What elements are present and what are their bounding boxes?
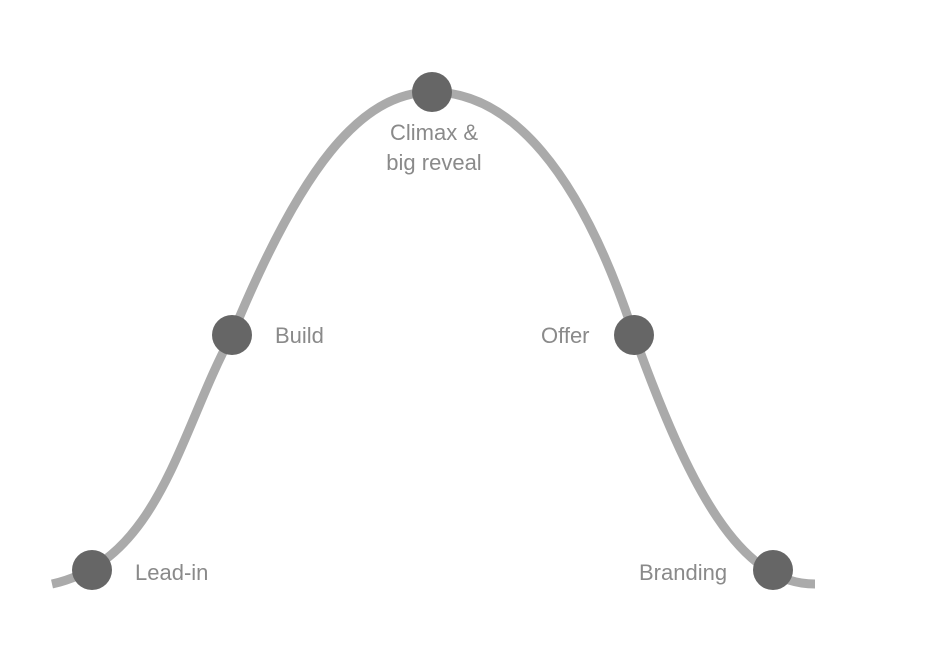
label-climax-line2: big reveal [386,150,482,175]
label-build: Build [275,323,324,348]
label-climax: Climax & big reveal [384,118,484,178]
label-climax-line1: Climax & [389,120,478,145]
node-offer [614,315,654,355]
label-branding: Branding [639,560,728,585]
node-climax [412,72,452,112]
node-build [212,315,252,355]
label-lead-in: Lead-in [135,560,209,585]
node-lead-in [72,550,112,590]
label-offer: Offer [541,323,590,348]
node-branding [753,550,793,590]
